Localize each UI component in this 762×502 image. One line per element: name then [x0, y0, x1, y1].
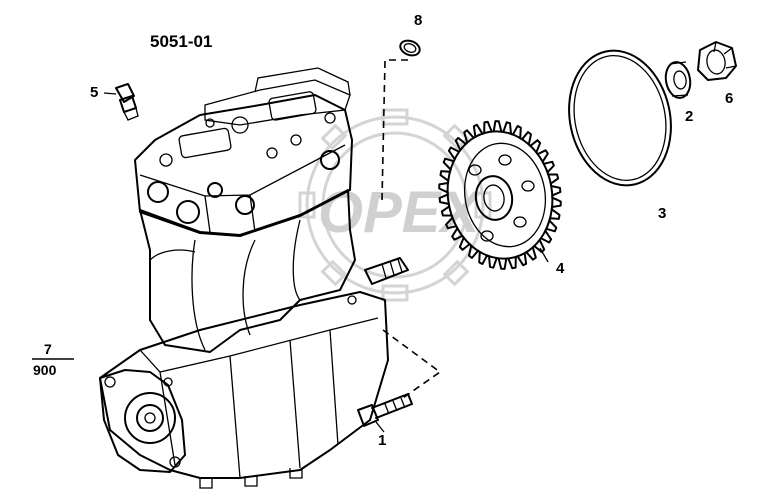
assembly-line-1: [382, 329, 442, 401]
fraction-denominator: 900: [33, 362, 57, 378]
callout-8: 8: [414, 12, 422, 29]
assembly-line-8: [381, 59, 408, 201]
callout-1: 1: [378, 432, 386, 449]
part-6-nut: [697, 41, 737, 81]
part-1-bolt: [357, 393, 413, 427]
watermark-text: OPEX: [318, 180, 482, 245]
callout-6: 6: [725, 90, 733, 107]
part-8-ring: [399, 39, 421, 57]
callout-3: 3: [658, 205, 666, 222]
drive-shaft-stub: [364, 257, 409, 285]
part-2-washer: [664, 61, 692, 99]
part-4-gear: [438, 120, 562, 270]
compressor-body: [99, 67, 409, 489]
drive-hub: [124, 392, 176, 444]
reference-fraction: 7 900: [32, 341, 74, 378]
callout-5: 5: [90, 84, 98, 101]
part-3-o-ring: [568, 49, 672, 187]
callout-4: 4: [556, 260, 565, 277]
fraction-numerator: 7: [44, 341, 52, 357]
diagram-title: 5051-01: [150, 32, 212, 51]
part-5-fitting: [115, 83, 139, 121]
watermark-logo: OPEX: [298, 108, 492, 302]
callout-2: 2: [685, 108, 693, 125]
